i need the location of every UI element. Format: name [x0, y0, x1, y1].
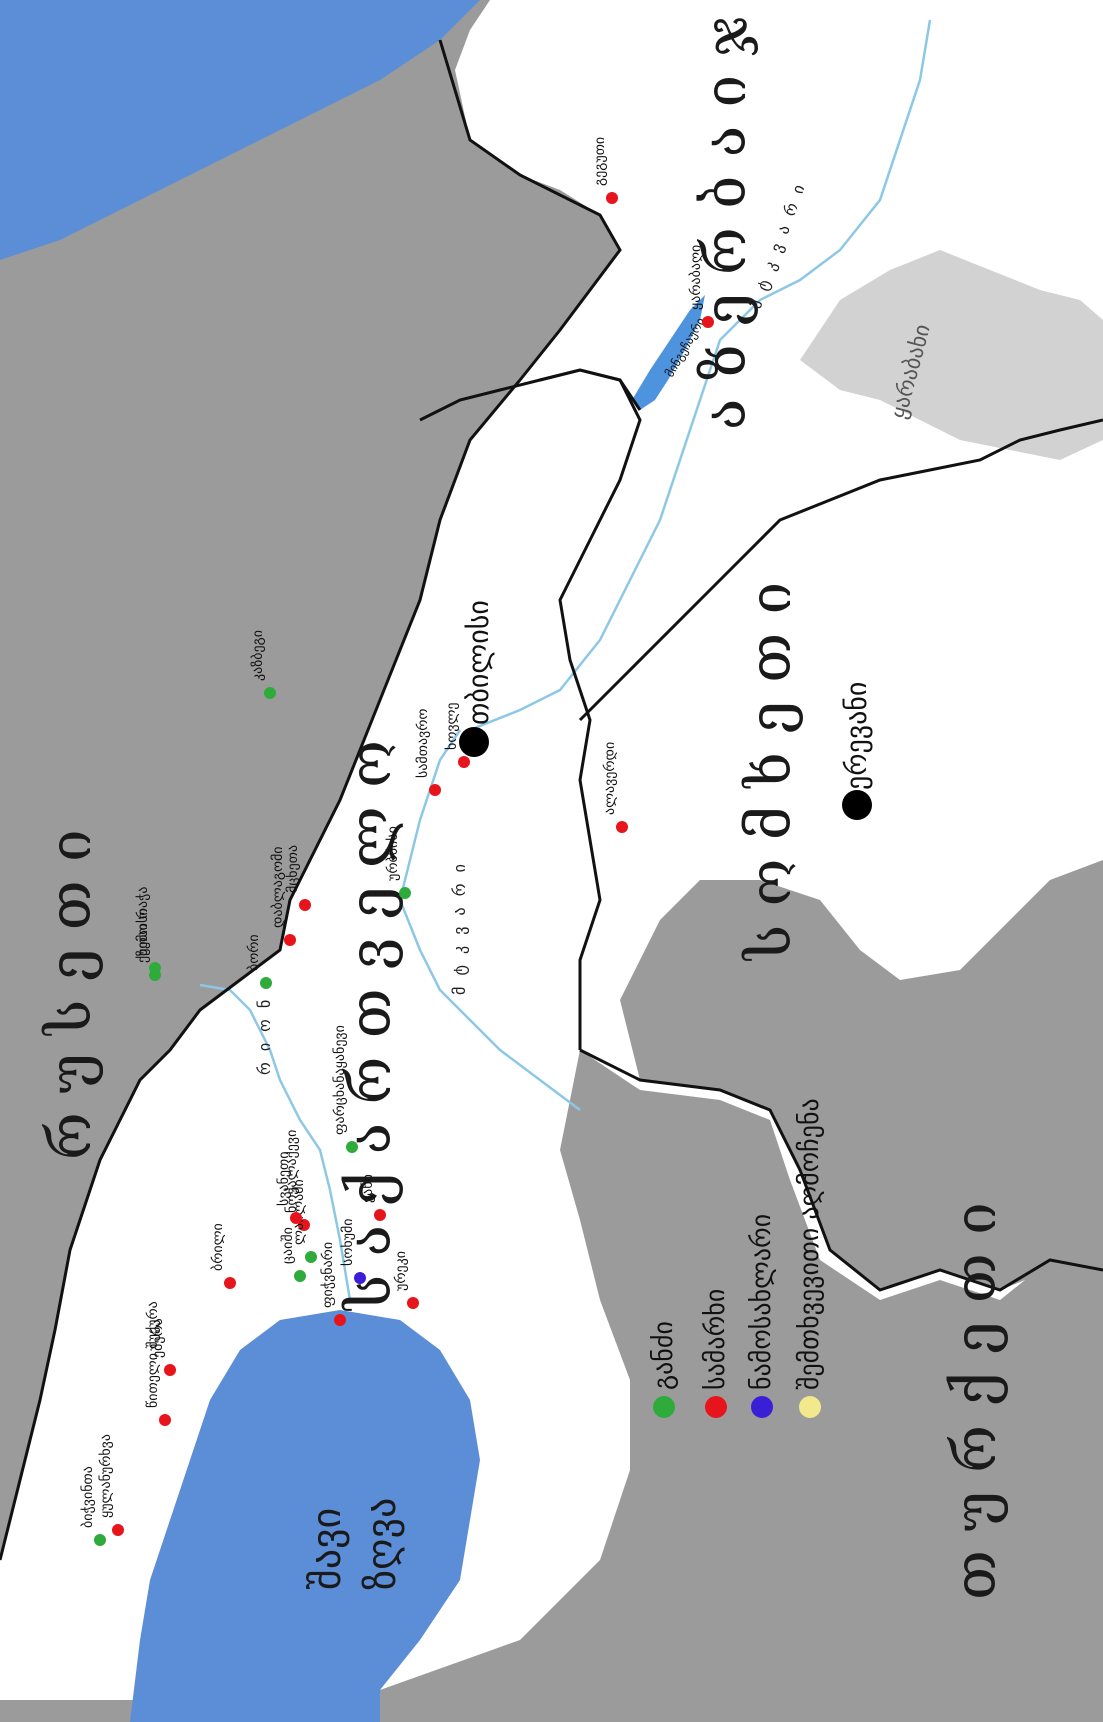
- site-marker: [112, 1524, 124, 1536]
- site-label: ხოვლე: [444, 702, 460, 750]
- river-mtkvari-east: [469, 19, 932, 732]
- site-marker: [164, 1364, 176, 1376]
- site-marker: [399, 887, 411, 899]
- site-marker: [305, 1251, 317, 1263]
- site-marker: [407, 1297, 419, 1309]
- river-label-mtkvari: მ ტ კ ვ ა რ ი: [450, 861, 469, 995]
- site-label: ცაიში: [280, 1227, 296, 1264]
- capital-marker-tbilisi: [459, 727, 489, 757]
- legend-label-chance-find: შემთხვევითი აღმოჩენა: [795, 1098, 825, 1390]
- site-label: ფარცხანაყანევი: [331, 1025, 348, 1135]
- site-label: ქუთაისი: [135, 908, 151, 963]
- capital-label-tbilisi: თბილისი: [462, 600, 495, 725]
- site-marker: [260, 977, 272, 989]
- site-label: ყარაბაღი: [687, 245, 704, 310]
- site-label: ურბნისი: [384, 826, 401, 881]
- legend-label-grave: სამარხი: [701, 1289, 731, 1390]
- river-mtkvari-west: [398, 729, 581, 1111]
- site-label: სამთავრო: [414, 709, 431, 778]
- border-armenia-azerbaijan: [578, 418, 1103, 722]
- site-marker: [294, 1270, 306, 1282]
- turkey-east-region: [620, 860, 1103, 1300]
- turkey-region: [0, 1050, 1103, 1722]
- site-label: ალავერდი: [601, 742, 618, 815]
- site-marker: [264, 687, 276, 699]
- region-label-armenia: ს ო მ ხ ე თ ი: [736, 582, 804, 961]
- site-label: ფიჭვნარი: [319, 1242, 336, 1308]
- site-label: ბიჭვინთა: [80, 1466, 96, 1528]
- site-marker: [429, 784, 441, 796]
- site-marker: [298, 1219, 310, 1231]
- site-marker: [354, 1272, 366, 1284]
- region-label-turkey: თ უ რ ქ ე თ ი: [941, 1202, 1009, 1600]
- site-marker: [284, 934, 296, 946]
- river-rioni: [199, 983, 352, 1301]
- site-label: სოხუმი: [340, 1218, 356, 1266]
- russia-region: [0, 0, 620, 1560]
- site-label: მცხეთა: [285, 845, 301, 893]
- region-label-georgia: ს ა ქ ა რ თ ვ ე ლ ო: [336, 740, 404, 1311]
- legend-label-hoard: განძი: [649, 1321, 679, 1390]
- border-georgia-russia: [0, 39, 622, 1561]
- site-marker: [149, 962, 161, 974]
- site-label: დაბლაგომი: [270, 846, 286, 928]
- river-label-rioni: რ ი ო ნ ი: [255, 977, 274, 1075]
- capital-label-yerevan: ერევანი: [840, 682, 873, 790]
- site-label: ნოქალაქევი: [284, 1130, 300, 1213]
- site-label: გეგუთი: [592, 137, 608, 186]
- capitals: თბილისი ერევანი: [459, 600, 873, 820]
- site-marker: [702, 316, 714, 328]
- legend: განძი სამარხი ნამოსახლარი შემთხვევითი აღ…: [649, 1098, 825, 1418]
- site-marker: [299, 899, 311, 911]
- site-label: სვანეთი: [276, 1152, 292, 1206]
- border-armenia-turkey: [579, 1048, 1103, 1292]
- legend-swatch-grave: [705, 1396, 727, 1418]
- site-marker: [606, 192, 618, 204]
- capital-marker-yerevan: [842, 790, 872, 820]
- site-marker: [290, 1212, 302, 1224]
- region-label-azerbaijan: ა ზ ე რ ბ ა ი ჯ ა ნ ი: [691, 0, 759, 430]
- site-marker: [374, 1209, 386, 1221]
- site-marker: [224, 1277, 236, 1289]
- site-label: ეშერა: [149, 1318, 166, 1358]
- site-marker: [334, 1314, 346, 1326]
- site-marker: [346, 1141, 358, 1153]
- sea-label-line2: ზღვა: [359, 1498, 405, 1590]
- legend-swatch-chance-find: [799, 1396, 821, 1418]
- site-marker: [458, 756, 470, 768]
- region-labels: რ უ ს ე თ ი ს ა ქ ა რ თ ვ ე ლ ო ა ზ ე რ …: [36, 0, 1009, 1600]
- site-marker: [159, 1414, 171, 1426]
- karabakh-region: [800, 250, 1103, 460]
- site-label: ბორი: [245, 934, 262, 971]
- legend-label-settlement: ნამოსახლარი: [747, 1214, 777, 1390]
- mingachevir-lake: [632, 295, 705, 410]
- black-sea-north: [0, 0, 480, 260]
- sea-label-line1: შავი: [304, 1508, 350, 1590]
- site-label: ლაილაში: [291, 1179, 307, 1245]
- site-label: ბრილი: [209, 1223, 226, 1271]
- site-label: კაზბეგი: [250, 630, 266, 681]
- site-label: წითელი შუქურა: [144, 1301, 161, 1408]
- site-label: ზემო რაჭა: [134, 886, 151, 956]
- site-label: ყულანურხვა: [97, 1434, 114, 1518]
- site-label: ვანი: [360, 1174, 376, 1203]
- legend-swatch-settlement: [751, 1396, 773, 1418]
- black-sea: [130, 1310, 480, 1722]
- site-label: ურეკი: [392, 1251, 409, 1291]
- border-azerbaijan-russia: [419, 368, 642, 422]
- site-marker: [94, 1534, 106, 1546]
- site-marker: [616, 821, 628, 833]
- region-label-russia: რ უ ს ე თ ი: [36, 829, 104, 1160]
- legend-swatch-hoard: [653, 1396, 675, 1418]
